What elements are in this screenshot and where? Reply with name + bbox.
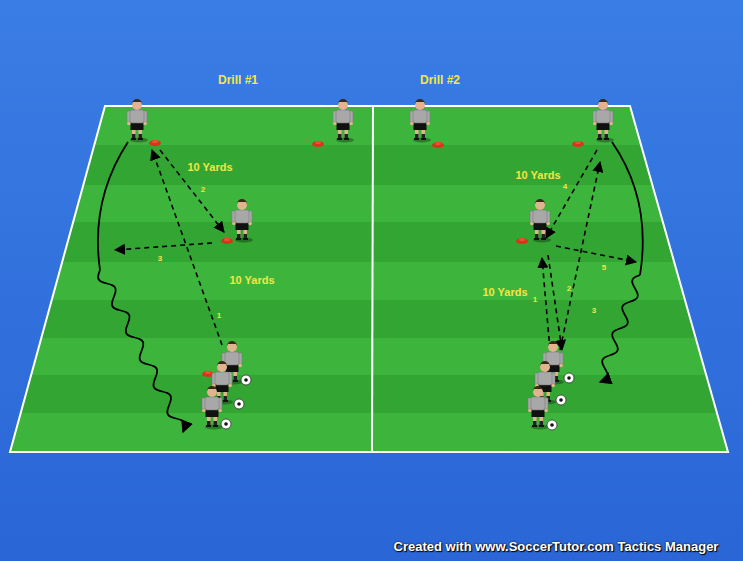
callout-number: 1 (217, 312, 221, 321)
callout-number: 1 (533, 296, 537, 305)
distance-label: 10 Yards (515, 169, 560, 181)
run-lines (98, 142, 643, 432)
pitch-border (10, 106, 728, 452)
distance-label: 10 Yards (482, 286, 527, 298)
callout-number: 4 (563, 183, 567, 192)
drill-heading: Drill #2 (420, 74, 460, 87)
drill-heading: Drill #1 (218, 74, 258, 87)
callout-number: 5 (602, 264, 606, 273)
callout-number: 3 (158, 255, 162, 264)
watermark: Created with www.SoccerTutor.com Tactics… (394, 540, 719, 554)
callout-number: 3 (592, 307, 596, 316)
players (127, 99, 614, 430)
balls (221, 373, 574, 430)
pitch-stripes (0, 106, 743, 452)
distance-label: 10 Yards (187, 161, 232, 173)
callout-number: 2 (201, 186, 205, 195)
cones (149, 140, 584, 377)
distance-label: 10 Yards (229, 274, 274, 286)
pass-lines (115, 150, 636, 350)
callout-number: 2 (567, 285, 571, 294)
half-line (372, 106, 373, 452)
